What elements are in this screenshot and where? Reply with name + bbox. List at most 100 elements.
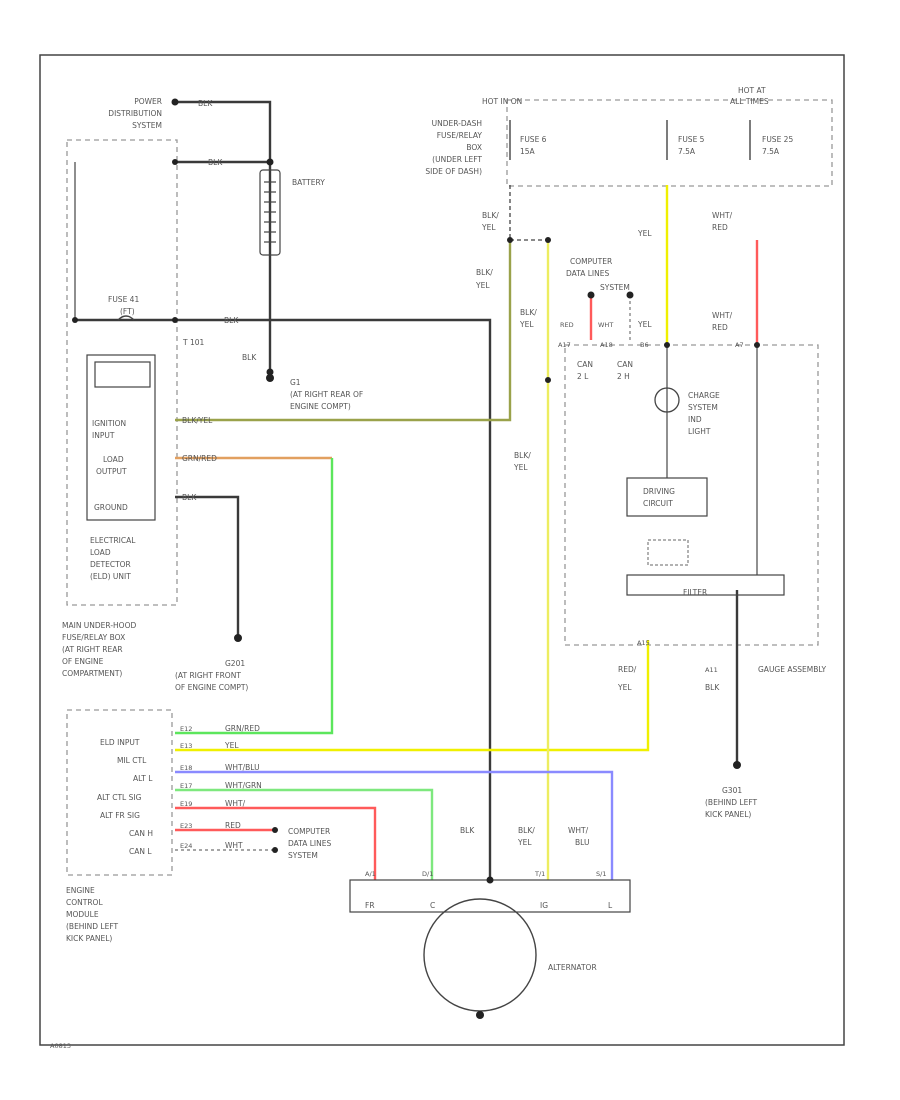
can-l-label: CAN 2 L [577,360,593,381]
wire-label-grn-red-eld: GRN/RED [225,724,260,733]
svg-text:WHT/: WHT/ [712,311,733,320]
svg-text:2 L: 2 L [577,372,589,381]
svg-text:FUSE/RELAY: FUSE/RELAY [437,131,483,140]
svg-text:CAN: CAN [577,360,593,369]
svg-text:S/1: S/1 [596,870,606,878]
pin-a7-label: A7 [735,341,744,349]
svg-text:G1: G1 [290,378,301,387]
ground-g301-label: G301 (BEHIND LEFT KICK PANEL) [705,786,758,819]
svg-text:LOAD: LOAD [90,548,111,557]
battery-symbol [259,169,281,256]
svg-text:CONTROL: CONTROL [66,898,103,907]
svg-text:CHARGE: CHARGE [688,391,720,400]
svg-text:T/1: T/1 [534,870,545,878]
wire-label-blk-yel-1: BLK/ YEL [481,211,499,232]
wire-label-red-canh: RED [225,821,241,830]
eld-unit-relay [94,361,151,388]
svg-text:E13: E13 [180,742,192,750]
svg-text:15A: 15A [520,147,536,156]
wire-blk-yel-ign [175,240,512,422]
alternator-terminal-labels: FR C IG L [365,901,613,910]
gauge-assembly-label: GAUGE ASSEMBLY [758,665,827,674]
wire-label-red-yel: RED/ YEL [617,665,637,692]
svg-text:L: L [608,901,613,910]
power-distribution-label: POWER DISTRIBUTION SYSTEM [108,97,162,130]
fuse5-label: FUSE 5 7.5A [678,135,705,156]
svg-text:MIL CTL: MIL CTL [117,756,147,765]
wire-wht-grn-altctl [175,788,434,880]
svg-text:DATA LINES: DATA LINES [566,269,609,278]
wire-yel-mil [175,640,650,752]
svg-text:ALT L: ALT L [133,774,153,783]
svg-text:E23: E23 [180,822,192,830]
svg-text:2 H: 2 H [617,372,630,381]
svg-text:POWER: POWER [134,97,162,106]
svg-text:OUTPUT: OUTPUT [96,467,127,476]
pin-b6-label: B6 [640,341,649,349]
svg-text:SYSTEM: SYSTEM [132,121,162,130]
svg-text:IGNITION: IGNITION [92,419,126,428]
svg-text:BLU: BLU [575,838,589,847]
ecm-label: ENGINE CONTROL MODULE (BEHIND LEFT KICK … [66,886,119,943]
pin-a11-label: A11 [705,666,718,674]
svg-text:WHT/: WHT/ [712,211,733,220]
fuse6-label: FUSE 6 15A [520,135,547,156]
alternator-label: ALTERNATOR [548,963,597,972]
svg-text:BLK/: BLK/ [482,211,499,220]
svg-text:YEL: YEL [481,223,496,232]
svg-text:FUSE 6: FUSE 6 [520,135,547,144]
svg-text:UNDER-DASH: UNDER-DASH [432,119,482,128]
svg-text:COMPARTMENT): COMPARTMENT) [62,669,122,678]
svg-text:COMPUTER: COMPUTER [570,257,612,266]
svg-text:E18: E18 [180,764,192,772]
wire-label-blk-yel-alt-2: YEL [513,463,528,472]
svg-text:WHT/: WHT/ [568,826,589,835]
svg-text:INPUT: INPUT [92,431,115,440]
svg-text:E24: E24 [180,842,192,850]
svg-text:(AT RIGHT REAR OF: (AT RIGHT REAR OF [290,390,363,399]
svg-text:SYSTEM: SYSTEM [600,283,630,292]
svg-text:ALT CTL SIG: ALT CTL SIG [97,793,142,802]
svg-text:MAIN UNDER-HOOD: MAIN UNDER-HOOD [62,621,136,630]
pin-a18-label: A18 [600,341,613,349]
wire-label-wht-grn: WHT/GRN [225,781,262,790]
alternator-symbol [423,898,537,1012]
main-underhood-fuse-box-outline [66,139,178,606]
wire-label-wht-red-fuse25: WHT/ RED [712,211,733,232]
wire-label-blk-main: BLK [224,316,239,325]
wire-label-wht-canl: WHT [225,841,243,850]
svg-text:DRIVING: DRIVING [643,487,675,496]
can-h-label: CAN 2 H [617,360,633,381]
filter-label: FILTER [683,588,707,597]
svg-text:SYSTEM: SYSTEM [288,851,318,860]
wire-label-wht-blu-alt: WHT/ BLU [568,826,589,847]
svg-text:E12: E12 [180,725,192,733]
underdash-box-label: UNDER-DASH FUSE/RELAY BOX (UNDER LEFT SI… [425,119,482,176]
svg-text:FUSE/RELAY BOX: FUSE/RELAY BOX [62,633,125,642]
svg-text:BLK/: BLK/ [476,268,493,277]
svg-text:KICK PANEL): KICK PANEL) [66,934,112,943]
svg-text:DETECTOR: DETECTOR [90,560,131,569]
pin-a15-label: A15 [637,639,650,647]
svg-text:YEL: YEL [517,838,532,847]
svg-text:DISTRIBUTION: DISTRIBUTION [108,109,162,118]
hot-at-all-times-label: HOT AT ALL TIMES [730,86,769,106]
svg-text:LIGHT: LIGHT [688,427,711,436]
driving-circuit-transistor [647,539,689,566]
black-wires [75,100,739,880]
fuse-box-fuses [117,120,751,321]
svg-text:IG: IG [540,901,548,910]
svg-text:YEL: YEL [475,281,490,290]
wire-wht-blu-altl [175,770,614,880]
svg-text:OF ENGINE COMPT): OF ENGINE COMPT) [175,683,248,692]
svg-text:7.5A: 7.5A [762,147,780,156]
svg-text:BOX: BOX [466,143,482,152]
svg-text:BLK/: BLK/ [520,308,537,317]
wire-label-blk-eld: BLK [182,493,197,502]
svg-text:(ELD) UNIT: (ELD) UNIT [90,572,131,581]
svg-text:RED/: RED/ [618,665,637,674]
svg-text:(AT RIGHT FRONT: (AT RIGHT FRONT [175,671,241,680]
svg-text:(BEHIND LEFT: (BEHIND LEFT [66,922,119,931]
diagram-border [39,54,845,1046]
